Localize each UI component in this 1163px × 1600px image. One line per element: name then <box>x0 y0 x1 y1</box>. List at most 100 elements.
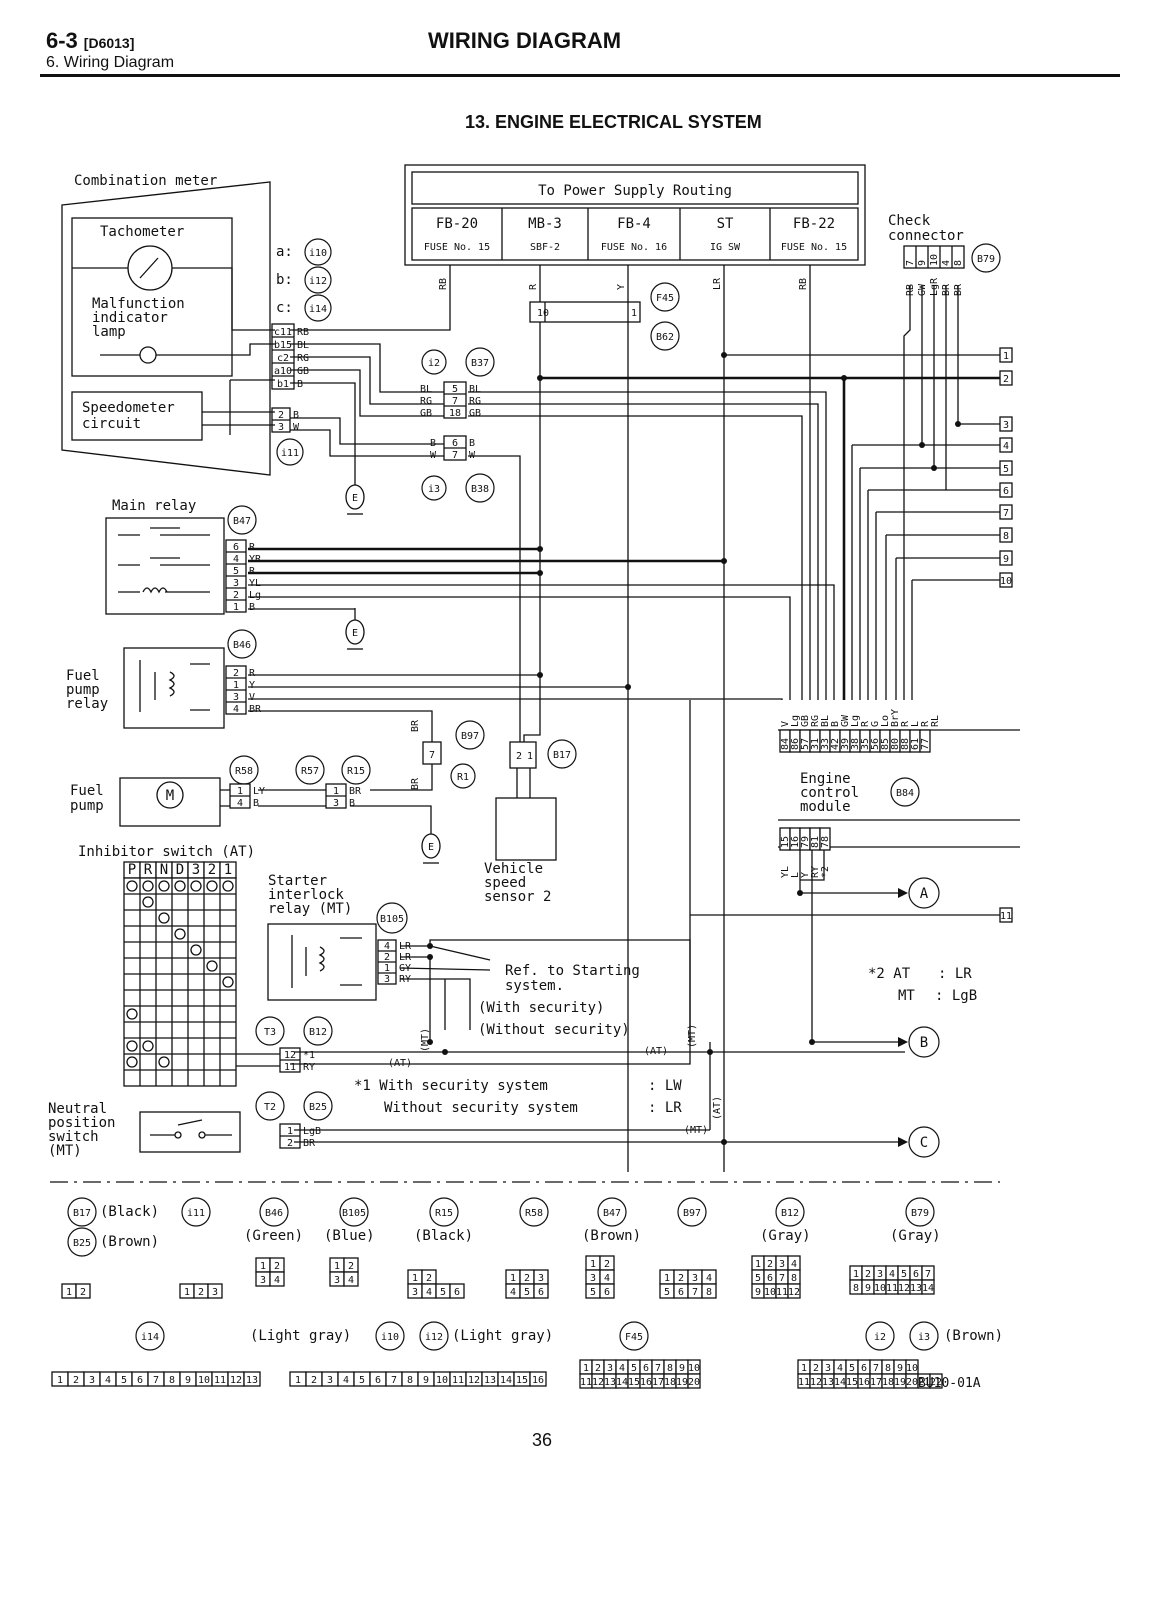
t3-code-circle <box>255 1016 285 1046</box>
legend-pin: 15 <box>628 1377 640 1388</box>
terminal-number: 3 <box>1003 420 1009 431</box>
legend-pin: 8 <box>706 1287 712 1298</box>
legend-pin: 10 <box>906 1363 918 1374</box>
legend-pin: 5 <box>359 1375 365 1386</box>
legend-pin: 5 <box>524 1287 530 1298</box>
legend-pin: 11 <box>214 1375 226 1386</box>
ps-wire-label: RB <box>798 278 809 290</box>
legend-pin: 18 <box>664 1377 676 1388</box>
ecm-top-wire: V <box>780 721 791 727</box>
legend-pin: 5 <box>631 1363 637 1374</box>
r57-code: R57 <box>301 766 319 777</box>
ecm-top-pin-cell <box>919 729 931 753</box>
b97-pin: 7 <box>429 750 435 761</box>
inhibitor-contact <box>174 928 186 940</box>
legend-pin: 8 <box>885 1363 891 1374</box>
legend-code: B12 <box>781 1208 799 1219</box>
legend-pin-cell <box>75 1283 91 1299</box>
legend-color: (Brown) <box>582 1228 641 1244</box>
ecm-top-wire: L <box>910 721 921 727</box>
legend-pin: 16 <box>858 1377 870 1388</box>
ecm-top-wire: RL <box>930 715 941 727</box>
inhibitor-contact <box>222 976 234 988</box>
b25-code: B25 <box>309 1102 327 1113</box>
ecm-top-pin: 35 <box>860 738 871 750</box>
inhibitor-contact <box>158 1056 170 1068</box>
b84-code-circle <box>890 777 920 807</box>
legend-pin: 8 <box>407 1375 413 1386</box>
legend-pin: 2 <box>813 1363 819 1374</box>
wire-rb-meter <box>290 265 451 331</box>
legend-pin: 11 <box>580 1377 592 1388</box>
legend-pin-cell <box>929 1373 943 1389</box>
ecm-bottom-pin: 78 <box>820 836 831 848</box>
legend-pin: 11 <box>776 1287 788 1298</box>
legend-pin: 9 <box>755 1287 761 1298</box>
wire-cc-1 <box>903 285 911 700</box>
ecm-top-pin: 39 <box>840 738 851 750</box>
ps-column-fuse: FUSE No. 16 <box>601 242 667 253</box>
sir-label-3: relay (MT) <box>268 901 352 917</box>
legend-pin-cell <box>343 1271 359 1287</box>
legend-pin: 6 <box>643 1363 649 1374</box>
legend-pin: 1 <box>755 1259 761 1270</box>
fpr-wire-label: BR <box>249 704 262 715</box>
main-relay-wire-label: YL <box>249 578 261 589</box>
tachometer-label: Tachometer <box>100 224 184 240</box>
legend-pin-cell <box>787 1283 801 1299</box>
terminal-number: 10 <box>1000 576 1012 587</box>
legend-pin: 6 <box>375 1375 381 1386</box>
f45-pin-1: 1 <box>631 308 637 319</box>
ps-wire-label: Y <box>616 284 627 290</box>
nps-switch-icon <box>150 1119 232 1136</box>
i2-code-circle <box>421 349 447 375</box>
legend-pin: 16 <box>532 1375 544 1386</box>
legend-pin: 3 <box>877 1269 883 1280</box>
legend-pin: 5 <box>440 1287 446 1298</box>
legend-pin: 6 <box>538 1287 544 1298</box>
legend-pin: 15 <box>516 1375 528 1386</box>
legend-pin: 3 <box>779 1259 785 1270</box>
main-relay-wire-label: YR <box>249 554 262 565</box>
motor-icon <box>156 781 184 809</box>
sir-pin: 3 <box>384 974 390 985</box>
ecm-top-wire: BL <box>820 715 831 727</box>
legend-pin: 17 <box>870 1377 882 1388</box>
legend-pin: 3 <box>89 1375 95 1386</box>
legend-pin: 3 <box>538 1273 544 1284</box>
wire-speedo-b <box>290 417 444 445</box>
inhibitor-contact <box>206 960 218 972</box>
legend-code: B79 <box>911 1208 929 1219</box>
output-circle <box>908 877 940 909</box>
inhibitor-pin: 12 <box>284 1050 296 1061</box>
b105-code-circle <box>376 902 408 934</box>
meter-pin: c11 <box>274 327 292 338</box>
ecm-label-2: control <box>800 785 859 801</box>
b38-code-circle <box>465 473 495 503</box>
meter-connector-code: i12 <box>309 276 327 287</box>
sir-label-2: interlock <box>268 887 344 903</box>
b37-code: B37 <box>471 358 489 369</box>
f45-code-circle <box>650 282 680 312</box>
note1-a-val: : LW <box>648 1078 682 1094</box>
fp-right-wire-label: B <box>349 798 355 809</box>
legend-pin: 22 <box>930 1377 942 1388</box>
legend-pin: 7 <box>391 1375 397 1386</box>
legend-pin: 6 <box>767 1273 773 1284</box>
legend-color: (Brown) <box>100 1234 159 1250</box>
meter-ground-wire <box>229 379 275 435</box>
legend-code: B46 <box>265 1208 283 1219</box>
terminal-number: 7 <box>1003 508 1009 519</box>
ecm-top-pin: 57 <box>800 738 811 750</box>
terminal-number: 1 <box>1003 351 1009 362</box>
legend-pin: 2 <box>274 1261 280 1272</box>
check-connector-pin: 9 <box>917 260 928 266</box>
legend-pin: 9 <box>423 1375 429 1386</box>
